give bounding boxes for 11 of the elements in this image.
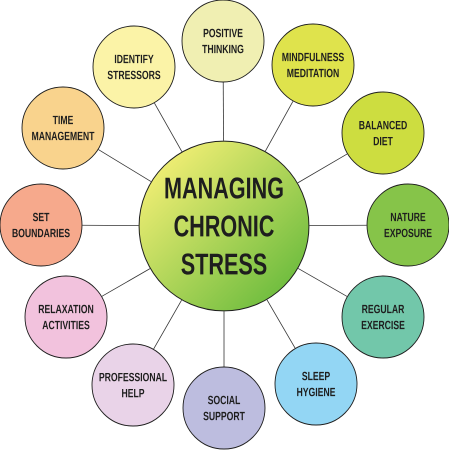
connector-line	[309, 224, 367, 226]
connector-line	[98, 149, 152, 182]
connector-line	[298, 268, 348, 297]
connector-line	[222, 82, 224, 141]
connector-line	[82, 224, 139, 226]
connector-line	[297, 154, 348, 184]
connector-line	[154, 102, 182, 152]
connector-line	[153, 300, 182, 350]
connector-line	[102, 268, 150, 297]
connector-line	[264, 100, 294, 152]
connector-line	[266, 299, 296, 349]
